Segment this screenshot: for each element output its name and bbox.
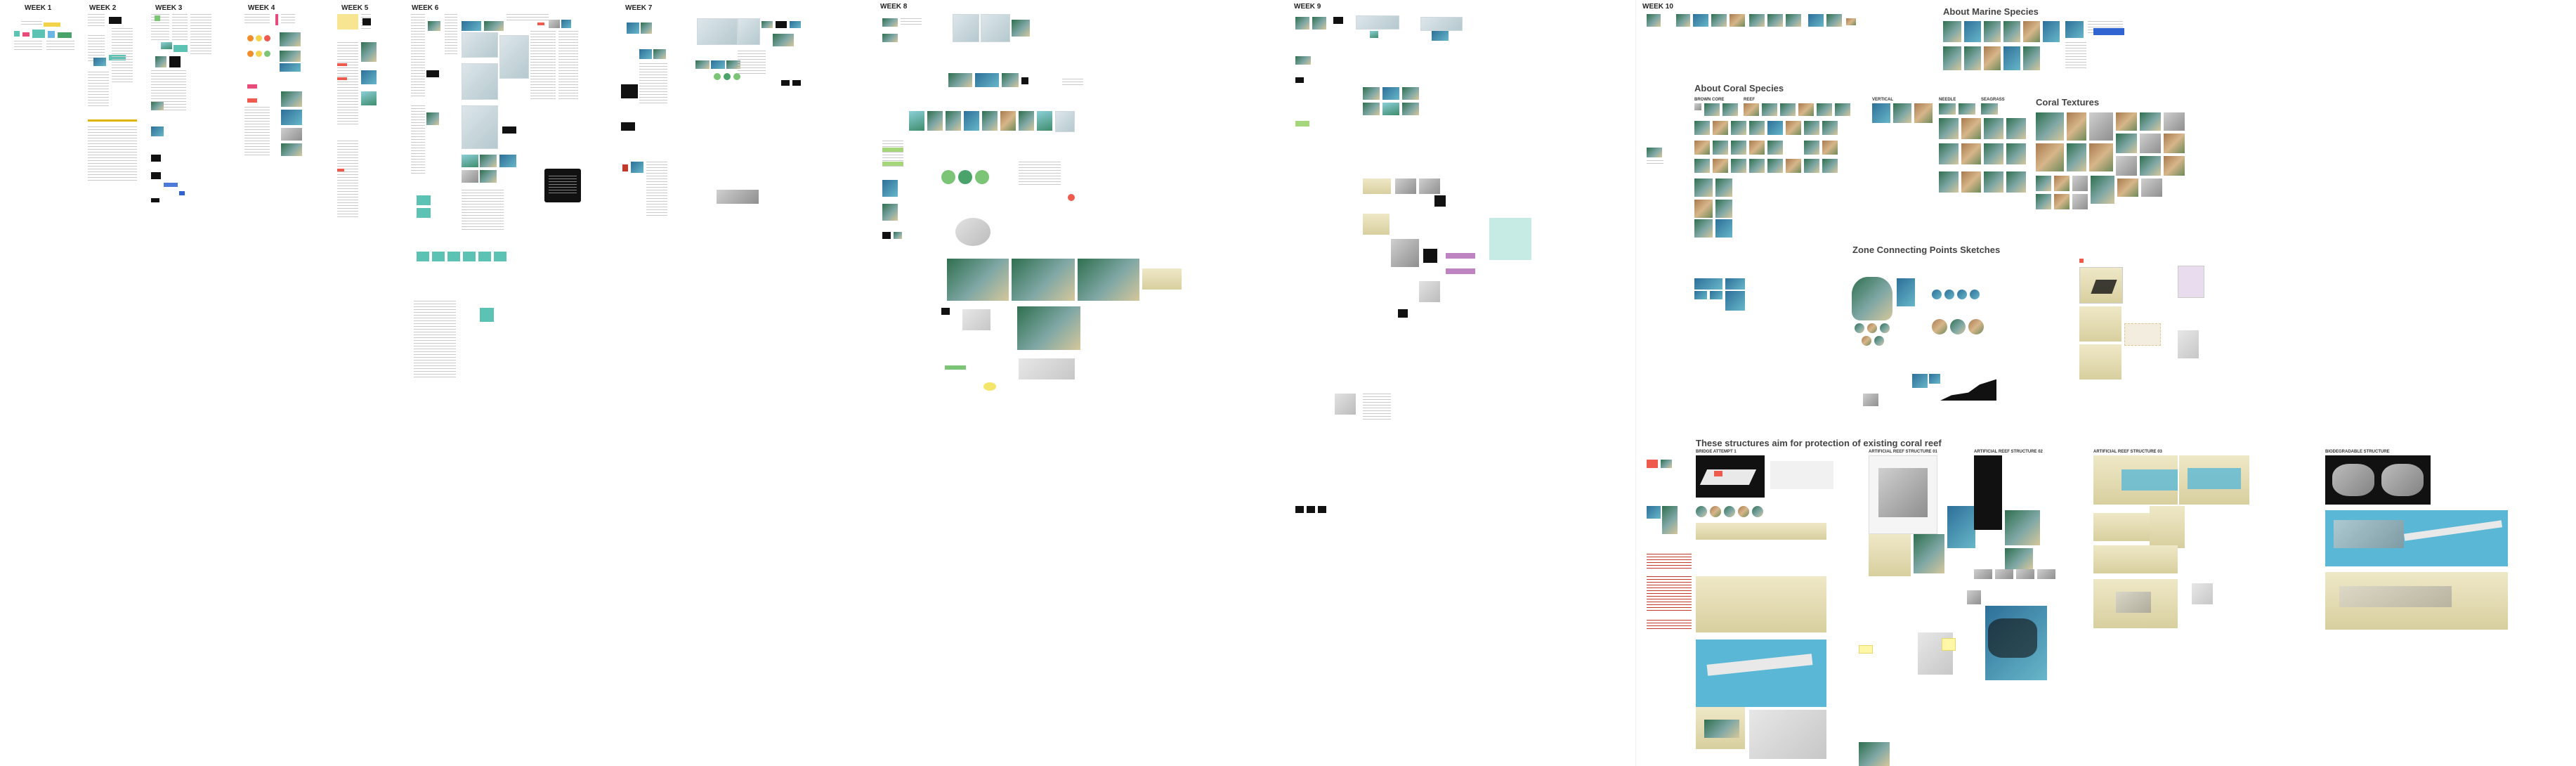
artificial-reef-03-label: ARTIFICIAL REEF STRUCTURE 03: [2093, 450, 2162, 454]
week-9-label: WEEK 9: [1294, 3, 1321, 11]
artificial-reef-02-label: ARTIFICIAL REEF STRUCTURE 02: [1974, 450, 2043, 454]
bridge-attempt-label: BRIDGE ATTEMPT 1: [1696, 450, 1737, 454]
week-5-content[interactable]: [337, 14, 386, 218]
week-6-label: WEEK 6: [412, 4, 439, 12]
label-seagrass: SEAGRASS: [1981, 98, 2005, 102]
week-4-label: WEEK 4: [248, 4, 275, 12]
label-needle: NEEDLE: [1939, 98, 1956, 102]
week-10-label: WEEK 10: [1642, 3, 1673, 11]
week-3-label: WEEK 3: [155, 4, 183, 12]
artificial-reef-01-label: ARTIFICIAL REEF STRUCTURE 01: [1869, 450, 1937, 454]
week-4-content[interactable]: [244, 14, 322, 176]
week-1-label: WEEK 1: [25, 4, 52, 12]
structures-heading: These structures aim for protection of e…: [1696, 438, 1942, 448]
week-2-label: WEEK 2: [89, 4, 117, 12]
week-5-label: WEEK 5: [341, 4, 369, 12]
label-vertical: VERTICAL: [1872, 98, 1893, 102]
zone-connecting-points-heading: Zone Connecting Points Sketches: [1852, 245, 2001, 255]
biodegradable-structure-label: BIODEGRADABLE STRUCTURE: [2325, 450, 2390, 454]
about-marine-species-heading: About Marine Species: [1943, 6, 2039, 17]
about-coral-species-heading: About Coral Species: [1694, 83, 1784, 93]
week-9-content[interactable]: [1293, 14, 1616, 534]
week-8-content[interactable]: [878, 14, 1194, 394]
week-3-content[interactable]: [151, 14, 235, 211]
coral-textures-heading: Coral Textures: [2036, 97, 2100, 108]
week-10-content[interactable]: About Marine Species About Coral Species…: [1637, 6, 2571, 766]
week-divider: [1635, 0, 1636, 766]
label-brown-core: BROWN CORE: [1694, 98, 1725, 102]
week-6-content[interactable]: [411, 14, 622, 387]
week-7-content[interactable]: [618, 14, 871, 239]
label-reef: REEF: [1744, 98, 1756, 102]
week-8-label: WEEK 8: [880, 3, 908, 11]
week-1-content[interactable]: [14, 21, 77, 53]
week-2-content[interactable]: [88, 14, 144, 190]
week-7-label: WEEK 7: [625, 4, 653, 12]
